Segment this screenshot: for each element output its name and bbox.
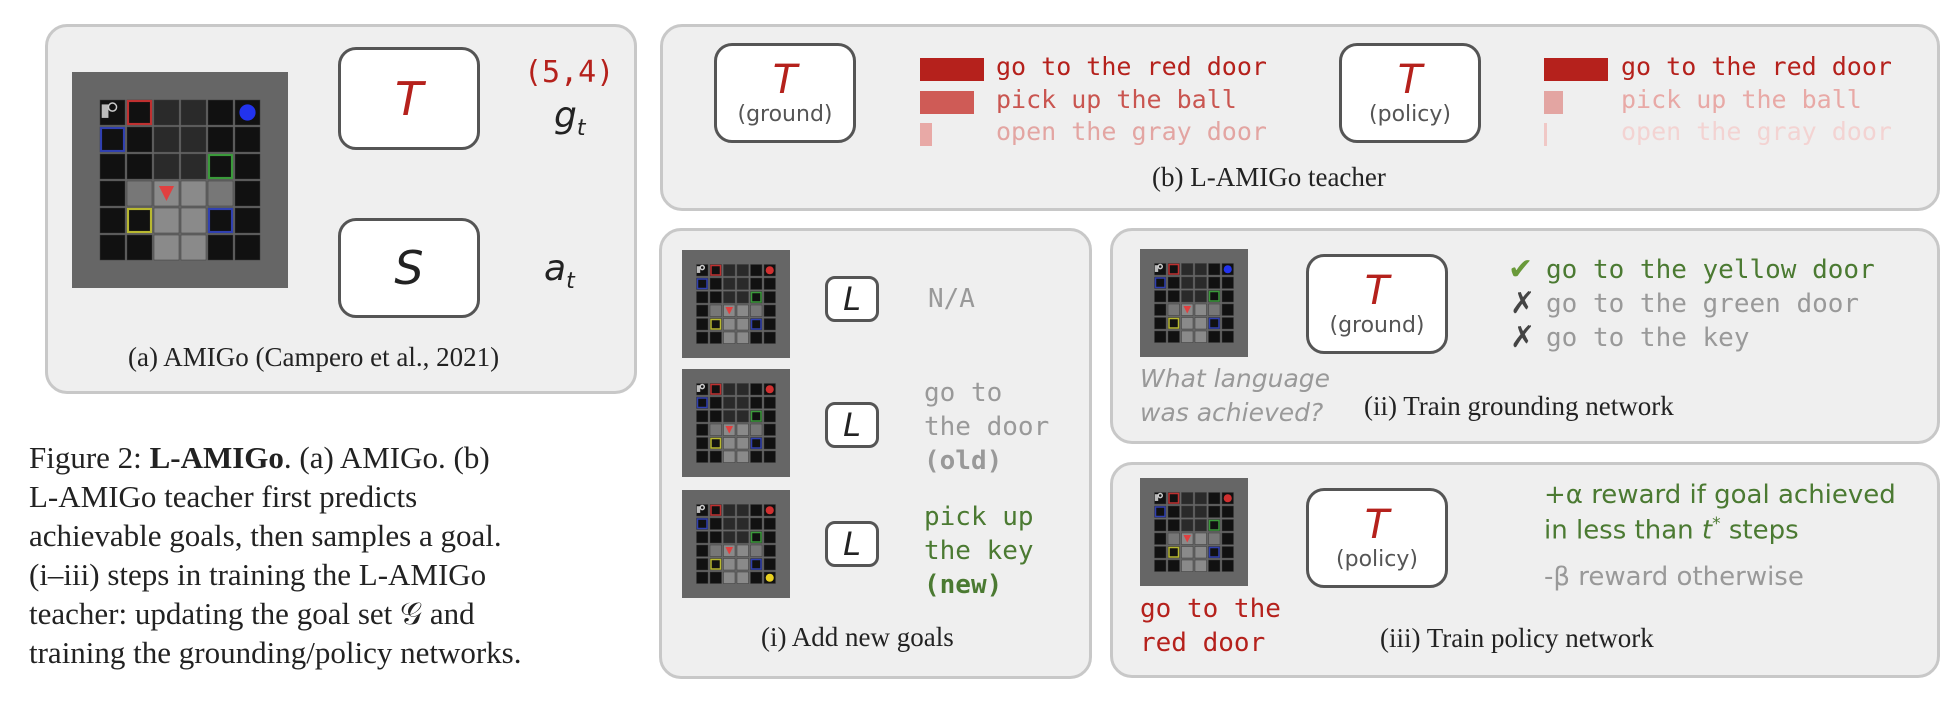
- figure-caption-line1: Figure 2: L-AMIGo. (a) AMIGo. (b): [29, 440, 490, 476]
- output-new-line1: pick up: [924, 502, 1034, 532]
- grounding-symbol-ii: T: [1364, 268, 1390, 314]
- minigrid-env-i3: [682, 490, 790, 598]
- policy-prob-bar-3: [1544, 123, 1547, 146]
- action-variable: at: [544, 248, 575, 294]
- student-symbol: S: [394, 241, 424, 295]
- policy-label-iii: (policy): [1336, 547, 1418, 572]
- grounding-symbol: T: [772, 57, 798, 103]
- ground-goal-3: open the gray door: [996, 117, 1267, 146]
- teacher-symbol: T: [394, 71, 424, 126]
- policy-symbol-iii: T: [1364, 502, 1390, 548]
- output-old-line1: go to: [924, 378, 1003, 408]
- language-symbol-3: L: [843, 525, 861, 563]
- achieved-goal: go to the yellow door: [1546, 255, 1875, 285]
- language-box-2: L: [825, 402, 879, 448]
- output-na: N/A: [928, 284, 975, 314]
- caption-i: (i) Add new goals: [761, 622, 954, 652]
- reward-less-than: in less than: [1544, 515, 1702, 546]
- goal-variable: gt: [554, 95, 586, 141]
- policy-goal-line2: red door: [1140, 628, 1266, 658]
- check-icon: ✔: [1508, 252, 1534, 287]
- reward-t: t: [1701, 515, 1713, 546]
- question-line2: was achieved?: [1140, 398, 1324, 427]
- output-new-line2: the key: [924, 536, 1034, 566]
- grounding-prob-bar-2: [920, 91, 975, 114]
- positive-reward-line1: +α reward if goal achieved: [1544, 480, 1896, 510]
- caption-a: (a) AMIGo (Campero et al., 2021): [128, 342, 500, 372]
- figure-caption-line3: achievable goals, then samples a goal.: [29, 518, 502, 553]
- panel-train-policy: [1110, 462, 1940, 678]
- language-symbol-1: L: [843, 280, 861, 318]
- output-old-tag: (old): [924, 446, 1003, 476]
- grounding-box-ii: T (ground): [1306, 254, 1448, 354]
- policy-goal-2: pick up the ball: [1621, 85, 1862, 114]
- policy-prob-bar-1: [1544, 58, 1608, 81]
- policy-goal-line1: go to the: [1140, 594, 1281, 624]
- goal-var: g: [554, 95, 577, 136]
- goal-subscript: t: [576, 116, 586, 142]
- minigrid-env-iii: [1140, 478, 1248, 586]
- not-achieved-goal-2: go to the key: [1546, 323, 1750, 353]
- question-line1: What language: [1140, 364, 1331, 393]
- cross-icon-2: ✗: [1510, 320, 1536, 355]
- language-box-3: L: [825, 521, 879, 567]
- policy-box-iii: T (policy): [1306, 488, 1448, 588]
- positive-reward-line2: in less than t* steps: [1544, 514, 1799, 546]
- action-subscript: t: [566, 269, 575, 295]
- language-box-1: L: [825, 276, 879, 322]
- figure-caption-line2: L-AMIGo teacher first predicts: [29, 479, 418, 514]
- ground-goal-1: go to the red door: [996, 52, 1267, 81]
- grounding-prob-bar-1: [920, 58, 984, 81]
- negative-reward: -β reward otherwise: [1544, 562, 1804, 592]
- caption-b: (b) L-AMIGo teacher: [1152, 162, 1386, 192]
- grounding-box-b: T (ground): [714, 43, 856, 143]
- goal-coordinate: (5,4): [524, 55, 615, 90]
- minigrid-env-ii: [1140, 249, 1248, 357]
- figure-caption-line5: teacher: updating the goal set 𝒢 and: [29, 596, 475, 631]
- not-achieved-goal-1: go to the green door: [1546, 289, 1860, 319]
- figure-line1-rest: . (a) AMIGo. (b): [283, 440, 490, 475]
- policy-goal-3: open the gray door: [1621, 117, 1892, 146]
- figure-caption-line4: (i–iii) steps in training the L-AMIGo: [29, 557, 487, 592]
- policy-box-b: T (policy): [1339, 43, 1481, 143]
- reward-steps: steps: [1720, 515, 1799, 546]
- panel-l-amigo-teacher: [660, 24, 1940, 211]
- policy-prob-bar-2: [1544, 91, 1564, 114]
- figure-bold-title: L-AMIGo: [149, 440, 284, 475]
- teacher-box-a: T: [338, 47, 480, 150]
- minigrid-env-i1: [682, 250, 790, 358]
- ground-goal-2: pick up the ball: [996, 85, 1237, 114]
- student-box: S: [338, 218, 480, 318]
- grounding-label-ii: (ground): [1329, 313, 1425, 338]
- figure-caption-line6: training the grounding/policy networks.: [29, 635, 522, 670]
- language-symbol-2: L: [843, 406, 861, 444]
- grounding-prob-bar-3: [920, 123, 932, 146]
- policy-label: (policy): [1369, 102, 1451, 127]
- caption-iii: (iii) Train policy network: [1380, 623, 1654, 653]
- cross-icon-1: ✗: [1510, 286, 1536, 321]
- panel-train-grounding: [1110, 228, 1940, 444]
- policy-symbol: T: [1397, 57, 1423, 103]
- action-var: a: [544, 248, 567, 289]
- grounding-label: (ground): [737, 102, 833, 127]
- minigrid-env-i2: [682, 369, 790, 477]
- policy-goal-1: go to the red door: [1621, 52, 1892, 81]
- caption-ii: (ii) Train grounding network: [1364, 391, 1674, 421]
- output-old-line2: the door: [924, 412, 1050, 442]
- reward-star: *: [1712, 514, 1721, 534]
- output-new-tag: (new): [924, 570, 1003, 600]
- figure-label: Figure 2:: [29, 440, 150, 475]
- minigrid-env-a: [72, 72, 288, 288]
